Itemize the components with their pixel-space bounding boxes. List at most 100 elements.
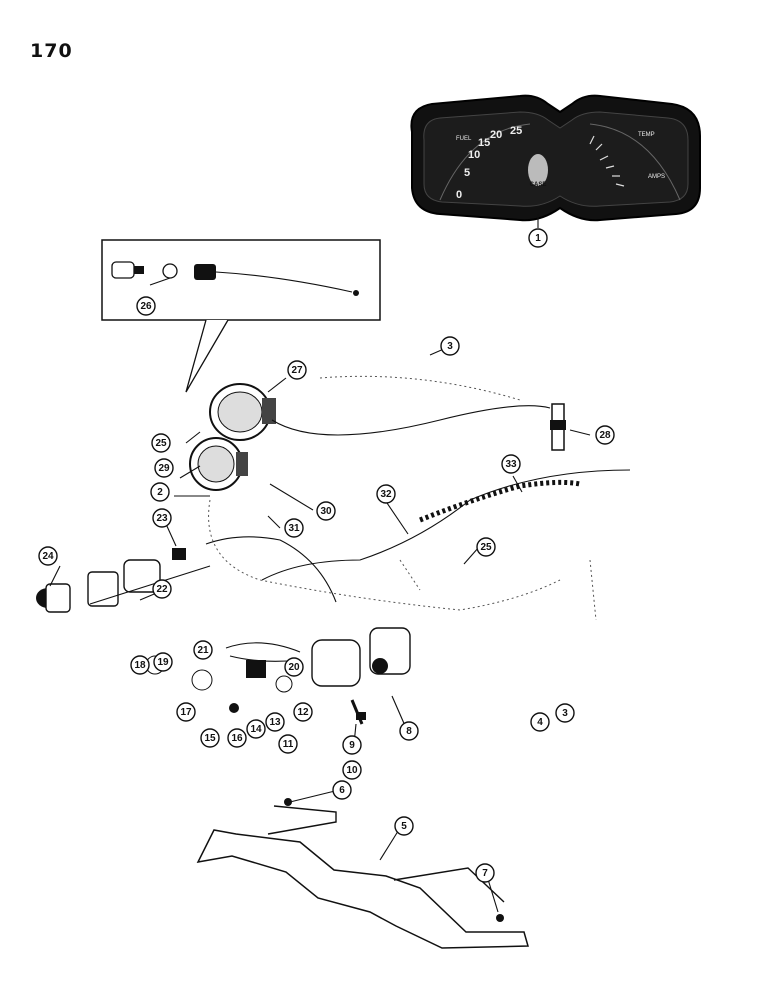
callout-circle: [284, 657, 304, 677]
lighter-assembly: [36, 536, 337, 613]
callout-11: 11: [278, 734, 298, 754]
callout-circle: [154, 458, 174, 478]
callout-label: 18: [134, 660, 146, 671]
brand-badge: CASE: [530, 182, 547, 188]
callout-label: 9: [349, 740, 355, 751]
callout-label: 29: [158, 463, 170, 474]
amps-label: AMPS: [648, 174, 665, 180]
callout-label: 19: [157, 657, 169, 668]
callout-circle: [38, 546, 58, 566]
callout-circle: [227, 728, 247, 748]
callout-label: 11: [283, 739, 294, 750]
switch-assembly: [145, 627, 411, 725]
callout-label: 32: [380, 489, 392, 500]
gauge-29: [189, 437, 248, 491]
callout-circle: [316, 501, 336, 521]
callout-label: 26: [140, 301, 152, 312]
callout-8: 8: [399, 721, 419, 741]
callout-circle: [193, 640, 213, 660]
callout-21: 21: [193, 640, 213, 660]
callout-label: 17: [180, 707, 192, 718]
callout-15: 15: [200, 728, 220, 748]
callout-9: 9: [342, 735, 362, 755]
callout-label: 10: [346, 765, 358, 776]
callout-14: 14: [246, 719, 266, 739]
callout-circle: [278, 734, 298, 754]
callout-circle: [176, 702, 196, 722]
callout-circle: [501, 454, 521, 474]
callout-label: 12: [297, 707, 309, 718]
callout-label: 2: [157, 487, 163, 498]
callout-3: 3: [555, 703, 575, 723]
callout-circle: [440, 336, 460, 356]
temp-label: TEMP: [638, 132, 655, 138]
speed-scale-10: 10: [468, 149, 480, 161]
callout-circle: [287, 360, 307, 380]
fuel-label: FUEL: [456, 136, 472, 142]
callout-label: 15: [204, 733, 216, 744]
speed-scale-5: 5: [464, 167, 470, 179]
callout-label: 28: [599, 430, 611, 441]
callout-circle: [246, 719, 266, 739]
callout-28: 28: [595, 425, 615, 445]
callout-19: 19: [153, 652, 173, 672]
leader-lines: [49, 347, 591, 913]
speed-scale-20: 20: [490, 129, 502, 141]
callout-circle: [152, 508, 172, 528]
callout-10: 10: [342, 760, 362, 780]
callout-label: 3: [447, 341, 453, 352]
callout-16: 16: [227, 728, 247, 748]
callout-22: 22: [152, 579, 172, 599]
callout-4: 4: [530, 712, 550, 732]
callout-33: 33: [501, 454, 521, 474]
callout-2: 2: [150, 482, 170, 502]
callout-3: 3: [440, 336, 460, 356]
callout-6: 6: [332, 780, 352, 800]
callout-circle: [595, 425, 615, 445]
callout-circle: [136, 296, 156, 316]
callout-circle: [265, 712, 285, 732]
callout-26: 26: [136, 296, 156, 316]
speed-scale-25: 25: [510, 125, 522, 137]
callout-label: 13: [269, 717, 281, 728]
callout-1: 1: [528, 228, 548, 248]
callout-circle: [376, 484, 396, 504]
callout-25: 25: [151, 433, 171, 453]
callout-label: 25: [480, 542, 492, 553]
callout-label: 5: [401, 821, 407, 832]
callout-circle: [394, 816, 414, 836]
callout-12: 12: [293, 702, 313, 722]
callout-label: 30: [320, 506, 332, 517]
callout-circle: [530, 712, 550, 732]
callout-circle: [284, 518, 304, 538]
temperature-bulb: [550, 403, 566, 451]
eagle-emblem-icon: [528, 154, 548, 186]
throttle-cable: [261, 469, 631, 581]
callout-13: 13: [265, 712, 285, 732]
callout-18: 18: [130, 655, 150, 675]
callout-5: 5: [394, 816, 414, 836]
callout-label: 27: [291, 365, 303, 376]
callout-25: 25: [476, 537, 496, 557]
page-number: 170: [30, 40, 73, 62]
callout-label: 1: [535, 233, 541, 244]
callout-32: 32: [376, 484, 396, 504]
callout-30: 30: [316, 501, 336, 521]
callout-circle: [476, 537, 496, 557]
callout-circle: [399, 721, 419, 741]
callout-label: 24: [42, 551, 54, 562]
callout-circle: [475, 863, 495, 883]
callout-label: 21: [197, 645, 209, 656]
callout-label: 33: [505, 459, 517, 470]
callout-31: 31: [284, 518, 304, 538]
callout-circle: [153, 652, 173, 672]
callout-circle: [528, 228, 548, 248]
lamp-inset: [101, 239, 381, 393]
callout-label: 3: [562, 708, 568, 719]
callout-7: 7: [475, 863, 495, 883]
speed-scale-15: 15: [478, 137, 490, 149]
instrument-cluster: 0 5 10 15 20 25 CASE TEMP AMPS FUEL: [410, 94, 701, 228]
callout-label: 7: [482, 868, 488, 879]
